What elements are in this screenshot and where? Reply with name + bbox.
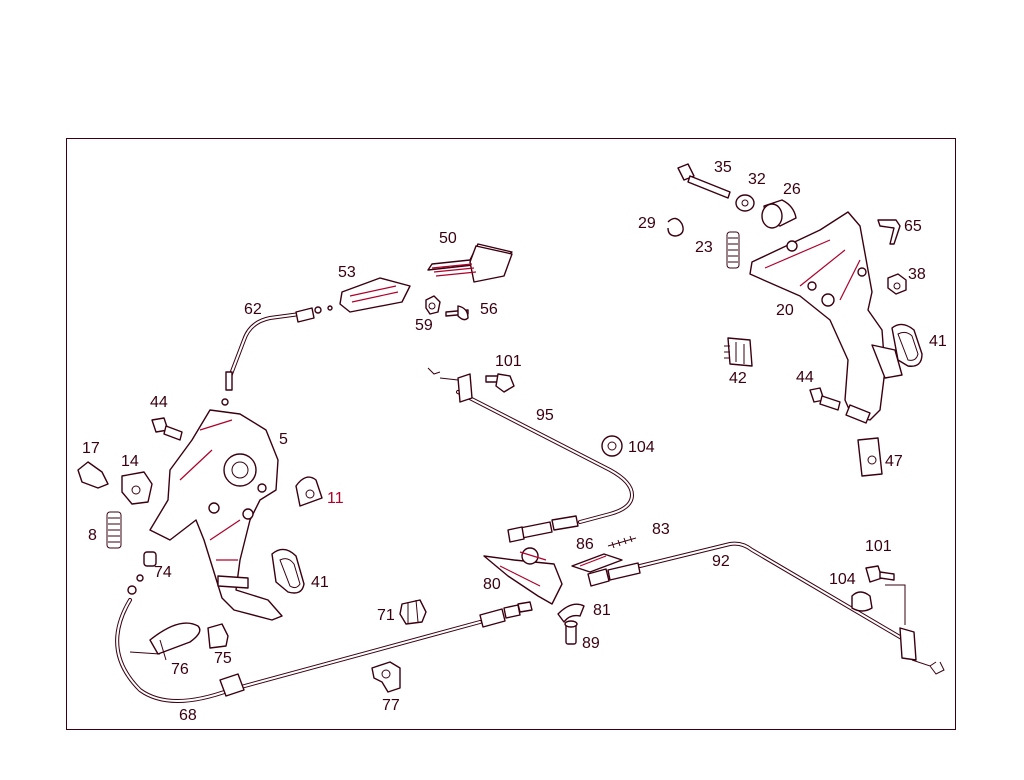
label-35: 35 — [714, 159, 732, 176]
spring-83 — [607, 535, 637, 549]
label-75: 75 — [214, 650, 232, 667]
pad-53 — [339, 277, 411, 313]
label-56: 56 — [480, 301, 498, 318]
pad-41-left — [271, 548, 305, 594]
bracket-14 — [121, 471, 153, 505]
label-81: 81 — [593, 602, 611, 619]
bolt-101-right — [865, 565, 895, 583]
label-47: 47 — [885, 453, 903, 470]
diagram-frame — [66, 138, 956, 730]
label-17: 17 — [82, 440, 100, 457]
bolt-101-top — [485, 373, 515, 393]
screw-56 — [445, 305, 469, 321]
label-50: 50 — [439, 230, 457, 247]
clip-17 — [77, 461, 109, 489]
bolt-44-left — [151, 417, 183, 441]
label-59: 59 — [415, 317, 433, 334]
bushing-104-right — [851, 591, 873, 612]
label-83: 83 — [652, 521, 670, 538]
label-41-right: 41 — [929, 333, 947, 350]
label-20: 20 — [776, 302, 794, 319]
cable-68 — [115, 574, 533, 703]
washer-32 — [735, 194, 755, 212]
switch-42 — [724, 337, 753, 367]
label-89: 89 — [582, 635, 600, 652]
grommet-71 — [399, 599, 427, 625]
cable-92 — [587, 541, 945, 675]
pad-41-right — [891, 323, 923, 367]
nut-59 — [425, 295, 441, 315]
label-76: 76 — [171, 661, 189, 678]
label-38: 38 — [908, 266, 926, 283]
cable-95 — [456, 390, 635, 543]
label-101-right: 101 — [865, 538, 892, 555]
label-62: 62 — [244, 301, 262, 318]
label-71: 71 — [377, 607, 395, 624]
label-29: 29 — [638, 215, 656, 232]
cover-50 — [427, 243, 513, 283]
pedal-bracket-5 — [149, 409, 283, 621]
bracket-47 — [857, 437, 883, 477]
label-5: 5 — [279, 431, 288, 448]
label-32: 32 — [748, 171, 766, 188]
label-26: 26 — [783, 181, 801, 198]
label-86: 86 — [576, 536, 594, 553]
label-11: 11 — [327, 490, 344, 507]
label-95: 95 — [536, 407, 554, 424]
label-23: 23 — [695, 239, 713, 256]
pin-89 — [564, 620, 578, 645]
lever-81 — [557, 603, 585, 623]
clip-75 — [207, 623, 229, 649]
label-74: 74 — [154, 564, 172, 581]
label-44-right: 44 — [796, 369, 814, 386]
label-80: 80 — [483, 576, 501, 593]
nut-38 — [887, 273, 907, 295]
label-53: 53 — [338, 264, 356, 281]
label-14: 14 — [121, 453, 139, 470]
lever-80 — [483, 547, 563, 605]
label-65: 65 — [904, 218, 922, 235]
clip-29 — [667, 217, 684, 237]
tie-76 — [129, 622, 201, 661]
label-104-right: 104 — [829, 571, 856, 588]
label-92: 92 — [712, 553, 730, 570]
cable-62 — [221, 305, 333, 406]
label-41-left: 41 — [311, 574, 329, 591]
bolt-44-right — [809, 387, 841, 411]
spring-23 — [726, 231, 740, 269]
label-42: 42 — [729, 370, 747, 387]
holder-77 — [371, 661, 401, 693]
clip-65 — [877, 219, 901, 245]
plate-86 — [571, 553, 623, 573]
bushing-104-top — [601, 435, 623, 457]
stop-11 — [295, 476, 323, 507]
connector-95-end — [427, 367, 473, 403]
label-104-top: 104 — [628, 439, 655, 456]
bushing-74 — [143, 551, 157, 567]
bushing-26 — [761, 199, 797, 229]
label-77: 77 — [382, 697, 400, 714]
label-101-top: 101 — [495, 353, 522, 370]
label-44-left: 44 — [150, 394, 168, 411]
label-68: 68 — [179, 707, 197, 724]
bolt-35 — [677, 163, 731, 199]
pedal-bracket-20 — [749, 211, 903, 424]
label-8: 8 — [88, 527, 97, 544]
spring-8 — [106, 511, 122, 549]
